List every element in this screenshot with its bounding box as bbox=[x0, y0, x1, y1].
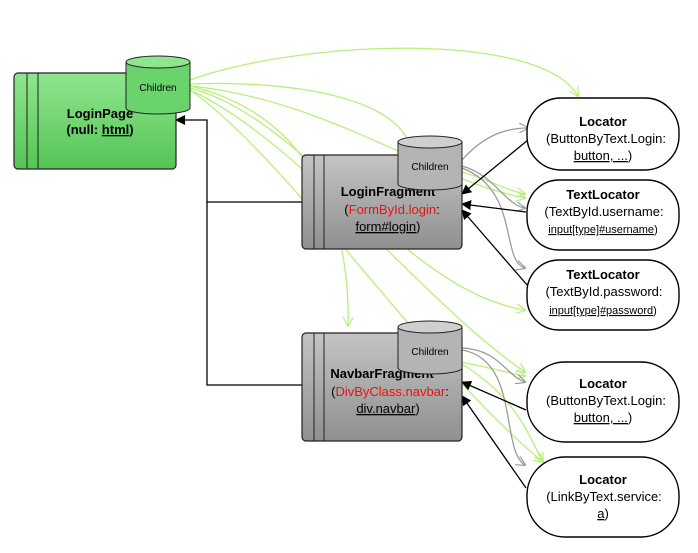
locator-strategy: (ButtonByText.Login: bbox=[546, 393, 666, 408]
grey-edge-loginfragment-to-locator1 bbox=[461, 128, 528, 161]
grey-child-edges bbox=[461, 128, 528, 465]
edge-loginpage-to-textlocator1 bbox=[189, 85, 525, 198]
grey-edge-loginfragment-to-textlocator2 bbox=[461, 167, 525, 268]
grey-edge-loginfragment-to-textlocator1 bbox=[461, 165, 525, 208]
edge-locator5-to-navbarfragment bbox=[461, 395, 527, 489]
login-page-locator: (null: html) bbox=[66, 122, 133, 137]
black-parent-edges bbox=[175, 115, 529, 489]
login-fragment-children-cylinder[interactable]: Children bbox=[397, 135, 463, 191]
edge-navbarfragment-to-locator5 bbox=[461, 363, 543, 462]
locator-title: Locator bbox=[579, 472, 627, 487]
login-fragment-children-label: Children bbox=[411, 162, 448, 173]
locator-selector: input[type]#username) bbox=[548, 224, 657, 236]
locator-selector: button, ...) bbox=[574, 410, 633, 425]
grey-edge-navbarfragment-to-locator5 bbox=[461, 349, 525, 465]
login-page-title: LoginPage bbox=[67, 106, 133, 121]
edge-loginfragment-to-textlocator1 bbox=[461, 171, 525, 194]
locator-strategy: (TextById.username: bbox=[544, 204, 663, 219]
locator-strategy: (TextById.password: bbox=[545, 284, 662, 299]
navbar-fragment-locator-line1: (DivByClass.navbar: bbox=[331, 384, 449, 399]
edge-loginpage-to-locator5 bbox=[189, 89, 543, 462]
edge-loginfragment-to-loginpage bbox=[175, 115, 302, 203]
locator-title: Locator bbox=[579, 376, 627, 391]
locator-node-login-button[interactable]: Locator (ButtonByText.Login: button, ...… bbox=[526, 97, 680, 171]
edge-textlocator1-to-loginfragment bbox=[461, 200, 527, 213]
edge-navbarfragment-to-loginpage bbox=[206, 202, 302, 386]
edge-navbarfragment-to-locator4 bbox=[461, 361, 525, 376]
textlocator-node-username[interactable]: TextLocator (TextById.username: input[ty… bbox=[526, 179, 680, 251]
locator-node-navbar-login-button[interactable]: Locator (ButtonByText.Login: button, ...… bbox=[526, 361, 680, 443]
locator-selector: input[type]#password) bbox=[549, 305, 657, 317]
locator-node-service-link[interactable]: Locator (LinkByText.service: a) bbox=[526, 456, 680, 538]
locator-title: TextLocator bbox=[566, 187, 639, 202]
edge-textlocator2-to-loginfragment bbox=[461, 209, 529, 287]
edge-loginpage-to-loginfragment bbox=[189, 82, 410, 148]
login-page-children-cylinder[interactable]: Children bbox=[125, 55, 191, 115]
locator-strategy: (LinkByText.service: bbox=[546, 489, 662, 504]
locator-title: TextLocator bbox=[566, 267, 639, 282]
locator-title: Locator bbox=[579, 114, 627, 129]
grey-edge-navbarfragment-to-locator4 bbox=[461, 347, 525, 382]
edge-locator4-to-navbarfragment bbox=[461, 381, 527, 411]
login-page-children-label: Children bbox=[139, 83, 176, 94]
textlocator-node-password[interactable]: TextLocator (TextById.password: input[ty… bbox=[526, 259, 680, 331]
login-fragment-locator-line1: (FormById.login: bbox=[344, 202, 439, 217]
locator-selector: a) bbox=[597, 506, 609, 521]
login-fragment-locator-line2: form#login) bbox=[355, 219, 420, 234]
navbar-fragment-children-label: Children bbox=[411, 347, 448, 358]
edge-loginpage-to-locator1 bbox=[189, 47, 578, 96]
edge-locator1-to-loginfragment bbox=[461, 139, 529, 195]
locator-selector: button, ...) bbox=[574, 148, 633, 163]
locator-strategy: (ButtonByText.Login: bbox=[546, 131, 666, 146]
navbar-fragment-locator-line2: div.navbar) bbox=[356, 401, 419, 416]
navbar-fragment-children-cylinder[interactable]: Children bbox=[397, 320, 463, 375]
